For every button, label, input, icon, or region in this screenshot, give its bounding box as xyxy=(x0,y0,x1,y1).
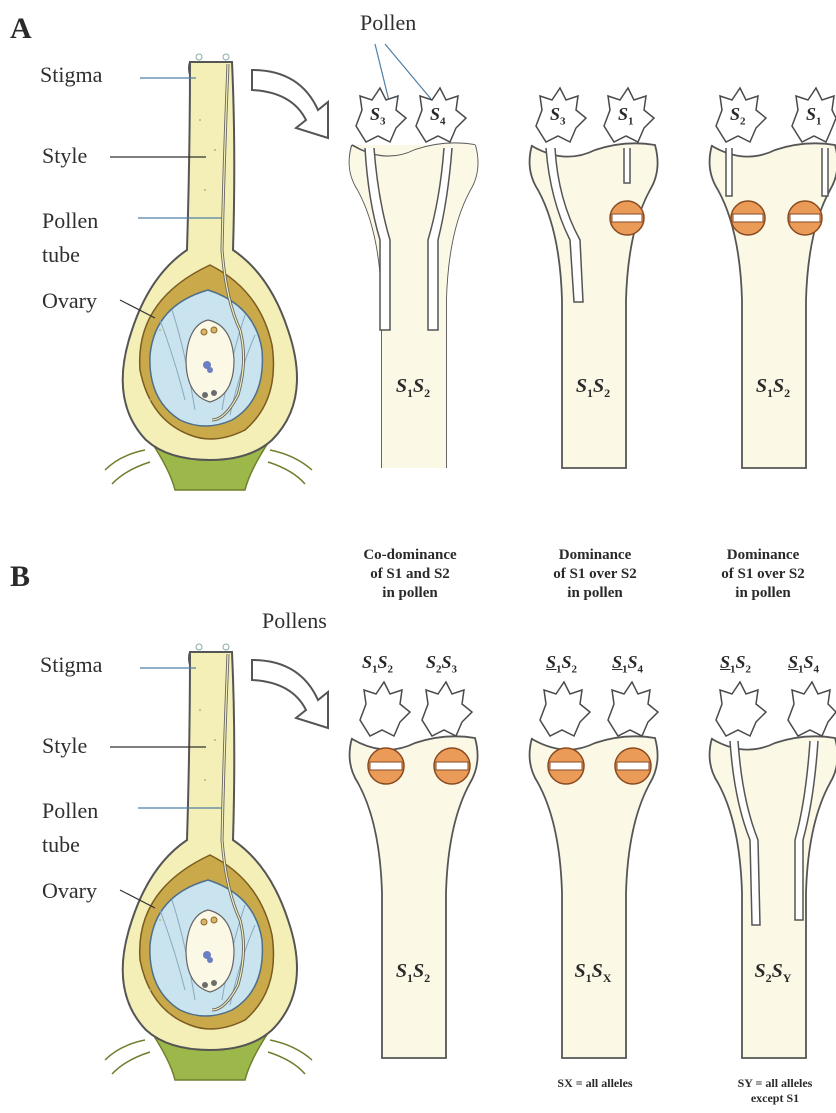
style-genotype-a2: S1S2 xyxy=(558,375,628,401)
pollens-label: Pollens xyxy=(262,608,327,634)
style-genotype-b1: S1S2 xyxy=(378,960,448,986)
arrow-b xyxy=(252,660,328,728)
pollen-label-a6: S1 xyxy=(806,104,822,128)
pollen-label-a4: S1 xyxy=(618,104,634,128)
label-stigma-b: Stigma xyxy=(40,652,102,678)
style-genotype-a3: S1S2 xyxy=(738,375,808,401)
pollen-label: Pollen xyxy=(360,10,416,36)
header-col-2: Dominance of S1 over S2 in pollen xyxy=(515,546,675,603)
pollen-label-a1: S3 xyxy=(370,104,386,128)
pollen-grain-b2 xyxy=(422,682,472,736)
flower-diagram-a xyxy=(105,54,312,490)
flower-diagram-b xyxy=(105,644,312,1080)
label-ovary-a: Ovary xyxy=(42,288,97,314)
pollen-genotype-b1: S1S2 xyxy=(362,652,393,676)
pollen-grain-b1 xyxy=(360,682,410,736)
panel-letter-a: A xyxy=(10,12,32,46)
pollen-genotype-b3: S1S2 xyxy=(546,652,577,676)
pollen-grain-b6 xyxy=(788,682,836,736)
pollen-label-a2: S4 xyxy=(430,104,446,128)
header-col-3: Dominance of S1 over S2 in pollen xyxy=(690,546,836,603)
pollen-label-a3: S3 xyxy=(550,104,566,128)
pollen-genotype-b2: S2S3 xyxy=(426,652,457,676)
label-style-b: Style xyxy=(42,733,87,759)
note-sx: SX = all alleles xyxy=(540,1076,650,1091)
label-ovary-b: Ovary xyxy=(42,878,97,904)
pollen-genotype-b5: S1S2 xyxy=(720,652,751,676)
header-col-1: Co-dominance of S1 and S2 in pollen xyxy=(330,546,490,603)
note-sy: SY = all alleles except S1 xyxy=(714,1076,836,1106)
pollen-genotype-b6: S1S4 xyxy=(788,652,819,676)
style-genotype-a1: S1S2 xyxy=(378,375,448,401)
pollen-label-a5: S2 xyxy=(730,104,746,128)
pollen-grain-b5 xyxy=(716,682,766,736)
arrow-a xyxy=(252,70,328,138)
label-stigma-a: Stigma xyxy=(40,62,102,88)
label-pollen-tube-b: Pollen tube xyxy=(42,794,122,862)
pollen-grain-b3 xyxy=(540,682,590,736)
style-genotype-b2: S1SX xyxy=(558,960,628,986)
style-genotype-b3: S2SY xyxy=(738,960,808,986)
pollen-genotype-b4: S1S4 xyxy=(612,652,643,676)
label-pollen-tube-a: Pollen tube xyxy=(42,204,122,272)
pollen-grain-b4 xyxy=(608,682,658,736)
panel-letter-b: B xyxy=(10,560,30,594)
label-style-a: Style xyxy=(42,143,87,169)
